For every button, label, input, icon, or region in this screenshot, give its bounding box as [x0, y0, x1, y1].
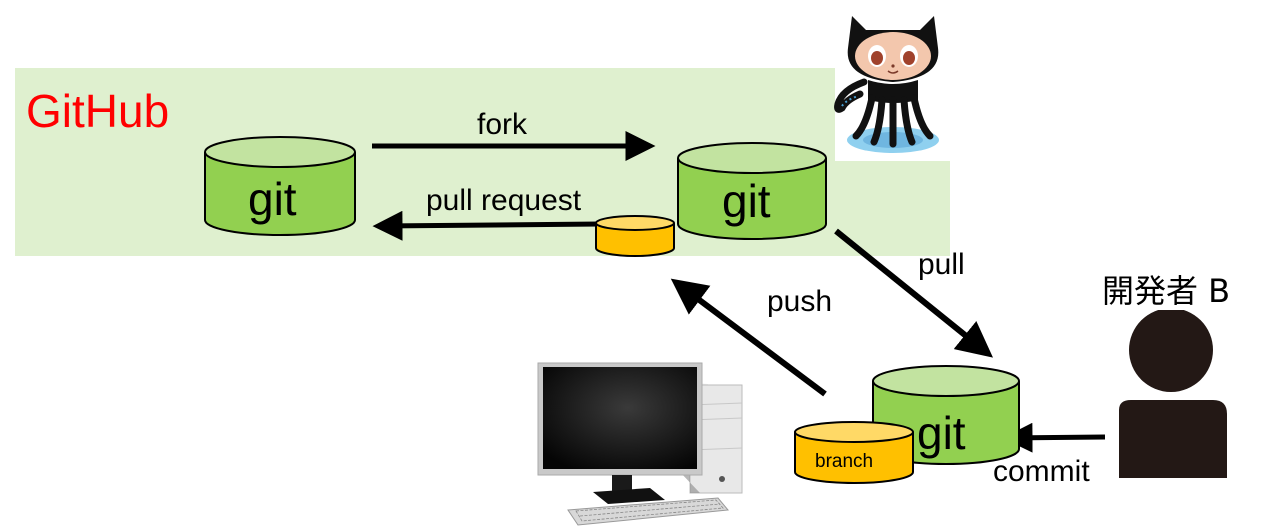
person-icon — [1119, 310, 1227, 478]
pr-branch-cylinder — [595, 215, 675, 257]
local-branch-label: branch — [815, 451, 874, 472]
upstream-repo-label: git — [248, 173, 297, 225]
commit-arrow — [1002, 422, 1106, 453]
upstream-repo-cylinder — [204, 136, 356, 236]
pull-label: pull — [918, 248, 965, 281]
local-repo-label: git — [917, 407, 966, 459]
desktop-computer-icon — [537, 362, 743, 526]
fork-repo-label: git — [722, 175, 771, 227]
push-label: push — [767, 285, 833, 318]
commit-label: commit — [993, 455, 1090, 488]
push-arrow — [670, 278, 827, 397]
github-label: GitHub — [26, 85, 170, 137]
fork-repo-cylinder — [677, 142, 827, 240]
pull-arrow — [834, 228, 994, 358]
developer-label: 開発者 B — [1102, 272, 1231, 310]
local-branch-cylinder — [794, 421, 914, 484]
fork-label: fork — [477, 108, 528, 141]
pull-request-label: pull request — [426, 184, 582, 217]
octocat-icon — [834, 16, 939, 153]
pull-request-arrow — [372, 210, 601, 241]
